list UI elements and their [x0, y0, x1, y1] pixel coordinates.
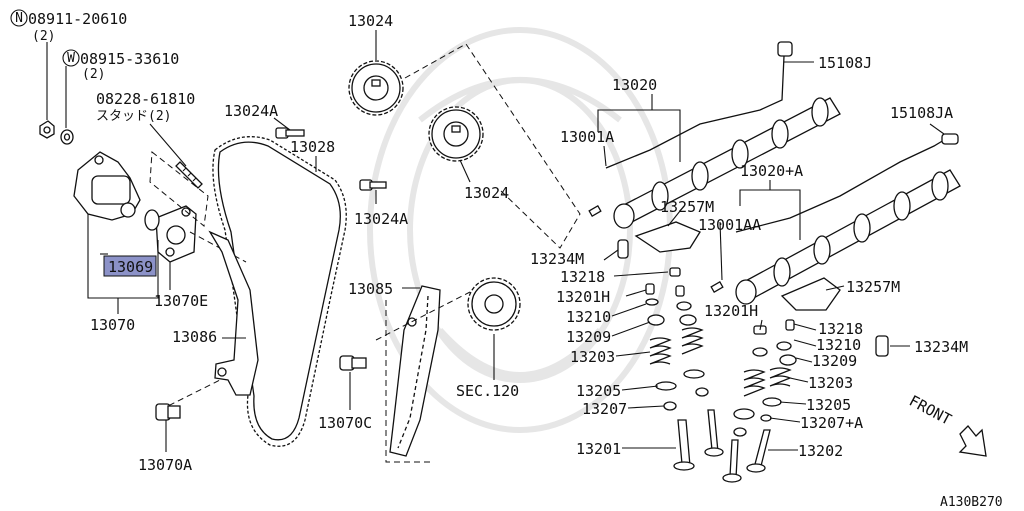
label-13207-left: 13207	[582, 400, 627, 418]
label-13024a-mid: 13024A	[354, 210, 408, 228]
label-13218-right: 13218	[818, 320, 863, 338]
label-13202: 13202	[798, 442, 843, 460]
label-front: FRONT	[906, 392, 954, 429]
rocker-13257m-right	[780, 277, 841, 311]
oil-pipe-15108j	[605, 55, 785, 169]
label-13234m-right: 13234M	[914, 338, 968, 356]
label-13257m-left: 13257M	[660, 198, 714, 216]
label-13070: 13070	[90, 316, 135, 334]
leader-lines	[46, 30, 945, 452]
label-13069: 13069	[108, 258, 153, 276]
rocker-13257m-left	[634, 221, 701, 253]
label-13028: 13028	[290, 138, 335, 156]
label-13070c: 13070C	[318, 414, 372, 432]
crank-sprocket	[467, 277, 521, 331]
tensioner-assembly	[73, 151, 197, 263]
highlight-13069	[103, 255, 157, 277]
label-13210-left: 13210	[566, 308, 611, 326]
timing-chain	[212, 136, 347, 447]
svg-text:N: N	[15, 11, 23, 26]
label-13203-left: 13203	[570, 348, 615, 366]
label-13024-bottom: 13024	[464, 184, 509, 202]
chain-guide-13085	[389, 285, 441, 457]
label-08915-qty: (2)	[82, 67, 105, 82]
svg-text:W: W	[67, 51, 75, 66]
valve-train-right	[722, 319, 797, 483]
label-13070a: 13070A	[138, 456, 192, 474]
label-08228: 08228-61810	[96, 90, 195, 108]
label-15108ja: 15108JA	[890, 104, 953, 122]
label-13024a-top: 13024A	[224, 102, 278, 120]
label-13201h-left: 13201H	[556, 288, 610, 306]
label-08911-qty: (2)	[32, 29, 55, 44]
label-08911: 08911-20610	[28, 10, 127, 28]
label-13210-right: 13210	[816, 336, 861, 354]
cam-sprocket-1	[348, 60, 404, 116]
bolt-13070c	[339, 355, 367, 371]
nut-08911	[39, 120, 55, 139]
label-13209-right: 13209	[812, 352, 857, 370]
lash-adjuster-13234m-left	[617, 239, 629, 259]
label-13201h-right: 13201H	[704, 302, 758, 320]
camshaft-13020a	[735, 169, 961, 305]
label-15108j: 15108J	[818, 54, 872, 72]
front-arrow	[958, 425, 987, 457]
cam-sprocket-2	[428, 106, 484, 162]
label-13085: 13085	[348, 280, 393, 298]
label-stud-sub: スタッド(2)	[96, 109, 171, 124]
bolt-13024a-top	[275, 127, 305, 139]
bolt-13024a-mid	[359, 179, 387, 191]
chain-guide-13086	[208, 230, 259, 396]
valve-train-left	[645, 267, 724, 471]
label-13001a: 13001A	[560, 128, 614, 146]
label-13020a: 13020+A	[740, 162, 803, 180]
label-13201: 13201	[576, 440, 621, 458]
label-13209-left: 13209	[566, 328, 611, 346]
label-13024-top: 13024	[348, 12, 393, 30]
n-symbol-icon: N	[10, 9, 28, 27]
label-13020: 13020	[612, 76, 657, 94]
label-sec120: SEC.120	[456, 382, 519, 400]
label-13205-right: 13205	[806, 396, 851, 414]
w-symbol-icon: W	[62, 49, 80, 67]
stud-08228	[175, 161, 203, 189]
label-13086: 13086	[172, 328, 217, 346]
camshaft-13020	[613, 97, 841, 229]
lash-adjuster-13234m-right	[875, 335, 889, 357]
label-13207a-right: 13207+A	[800, 414, 863, 432]
label-13257m-right: 13257M	[846, 278, 900, 296]
label-08915: 08915-33610	[80, 50, 179, 68]
label-ref: A130B270	[940, 495, 1003, 510]
label-13205-left: 13205	[576, 382, 621, 400]
label-13001aa: 13001AA	[698, 216, 761, 234]
label-13234m-left: 13234M	[530, 250, 584, 268]
label-13070e: 13070E	[154, 292, 208, 310]
label-13203-right: 13203	[808, 374, 853, 392]
oil-pipe-15108ja	[735, 139, 945, 233]
label-13218-left: 13218	[560, 268, 605, 286]
washer-08915	[60, 129, 74, 145]
bolt-13070a	[155, 403, 181, 421]
